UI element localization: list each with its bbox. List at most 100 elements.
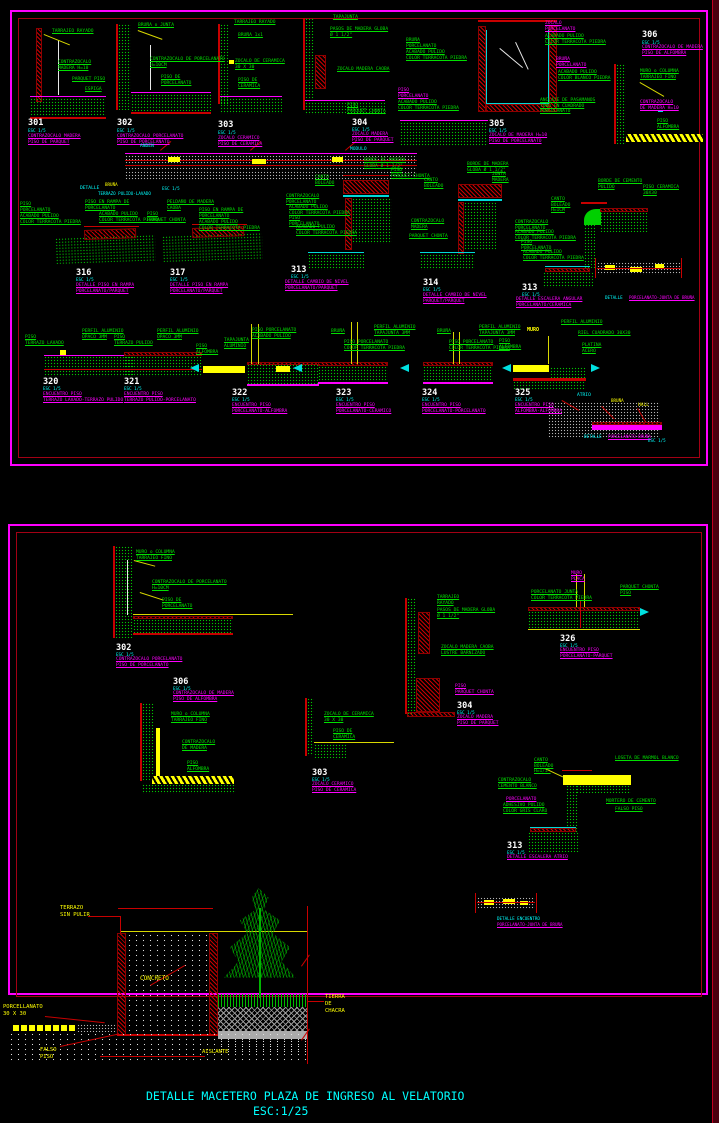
cad-label: TARRAJEO RAYADO bbox=[52, 29, 94, 34]
cad-label: ATRIO bbox=[577, 393, 591, 398]
cad-shape-rh bbox=[423, 362, 493, 366]
cad-shape-ml bbox=[400, 120, 488, 121]
detail-325: 325 bbox=[515, 388, 531, 398]
cad-label: PASOS DE MADERA GLOBA Ø 1 1/2" bbox=[330, 27, 389, 38]
cad-label: CONTRAZOCALO DE MADERA PISO DE ALFOMBRA bbox=[642, 45, 703, 56]
cad-shape-rh bbox=[486, 104, 549, 112]
cad-shape-ys bbox=[60, 350, 66, 355]
cad-label: PISO EN RAMPA DE PORCELANATO bbox=[85, 200, 130, 211]
cad-label: PISO TERRAZO PULIDO bbox=[114, 335, 153, 346]
cad-label: ACABADO PULIDO COLOR TERRACOTA PIEDRA bbox=[545, 34, 606, 45]
cad-label: PASOS DE MADERA GLOBA Ø 1 1/2" bbox=[437, 608, 496, 619]
cad-label: ZOCALO CERAMICO PISO DE CERAMICA bbox=[312, 782, 357, 793]
cad-label: ESC 1/5 bbox=[117, 128, 135, 133]
cad-label: PARQUET PISO bbox=[72, 77, 106, 82]
cad-label: ESC 1/5 bbox=[422, 397, 440, 402]
cad-label: DETALLE bbox=[584, 434, 602, 439]
anden-modulo-strip bbox=[125, 155, 417, 171]
cad-shape-rh bbox=[84, 228, 137, 240]
cad-label: ENCUENTRO PISO TERRAZO PULIDO-PORCELANAT… bbox=[124, 392, 196, 403]
detail-306: 306 bbox=[642, 30, 658, 40]
cad-label: ESC 1/5 bbox=[170, 277, 188, 282]
cad-shape-gs bbox=[513, 381, 586, 390]
cad-label: BRUÑA bbox=[331, 329, 345, 334]
cad-shape-arl bbox=[400, 364, 409, 372]
cad-shape-yl bbox=[351, 322, 352, 364]
cad-shape-yl bbox=[357, 322, 358, 364]
cad-label: PISO DE PORCELANATO bbox=[161, 75, 192, 86]
cad-label: ACABADO PULIDO COLOR TERRACOTA PIEDRA bbox=[296, 225, 357, 236]
cad-shape-cl bbox=[545, 266, 590, 267]
cad-label: PISO PORCELANATO ACABADO PULIDO bbox=[252, 328, 297, 339]
cad-shape-gs bbox=[44, 356, 134, 369]
cad-shape-ml bbox=[247, 384, 319, 386]
detail-322: 322 bbox=[232, 388, 248, 398]
cad-shape-ys bbox=[563, 775, 631, 785]
macetero-soil bbox=[218, 1007, 308, 1031]
detail-320: 320 bbox=[43, 377, 59, 387]
cad-shape-rl bbox=[84, 226, 139, 227]
cad-label: ZOCALO DE CERAMICA 30 X 30 bbox=[235, 59, 285, 70]
cad-shape-rh bbox=[458, 202, 464, 254]
cad-shape-cl bbox=[420, 252, 475, 253]
cad-label: CONTRAZOCALO PORCELANATO bbox=[286, 194, 320, 205]
cad-label: DETALLE bbox=[80, 186, 100, 191]
cad-label: ESC 1/5 bbox=[173, 686, 191, 691]
cad-shape-cl bbox=[458, 199, 502, 201]
cad-shape-rl bbox=[303, 18, 305, 110]
cad-label: ACABADO PULIDO COLOR TERRACOTA PIEDRA bbox=[289, 205, 350, 216]
cad-label: DETALLE bbox=[605, 295, 623, 300]
cad-label: JUNTA MADERA bbox=[492, 172, 509, 183]
cad-shape-gs bbox=[352, 198, 392, 244]
cad-label: ZOCALO MADERA CAOBA bbox=[337, 67, 390, 72]
cad-label: BRUÑA bbox=[105, 182, 118, 187]
tierra-label: TIERRA DE CHACRA bbox=[325, 994, 345, 1014]
cad-label: ENCUENTRO PISO PORCELANATO-PARQUET bbox=[560, 648, 613, 659]
cad-shape-rh bbox=[416, 678, 440, 712]
cad-shape-wl bbox=[127, 560, 128, 615]
cad-label: DETALLE ENCUENTRO bbox=[497, 916, 540, 921]
cad-shape-ys bbox=[252, 159, 266, 164]
cad-label: PISO ALFOMBRA bbox=[499, 339, 522, 350]
cad-label: PERFIL ALUMINIO OPACO 3MM bbox=[157, 329, 199, 340]
cad-shape-yl bbox=[453, 332, 454, 364]
cad-label: PISO PORCELANATO bbox=[289, 216, 320, 227]
sheet2-inner-border bbox=[16, 532, 702, 997]
cad-shape-rl bbox=[475, 893, 476, 913]
cad-label: CONTRAZOCALO DE MADERA PISO DE ALFOMBRA bbox=[173, 691, 234, 702]
cad-shape-gs bbox=[308, 254, 364, 270]
cad-label: BRUÑA PORCELANATO bbox=[406, 38, 437, 49]
cad-shape-arl bbox=[293, 364, 302, 372]
cad-label: ACABADO PULIDO COLOR TERRACOTA PIEDRA bbox=[398, 100, 459, 111]
cad-label: CONTRAZOCALO MADERA bbox=[411, 219, 445, 230]
title-line1: DETALLE MACETERO PLAZA DE INGRESO AL VEL… bbox=[146, 1089, 465, 1103]
terrazo-label: TERRAZO SIN PULIR bbox=[60, 905, 90, 918]
cad-label: PISO CERAMICA 30X30 bbox=[643, 185, 679, 196]
cad-label: CONTRAZOCALO DE PORCELANATO H=10CM bbox=[150, 57, 225, 68]
cad-label: PERFIL ALUMINIO OPACO 3MM bbox=[82, 329, 124, 340]
cad-shape-yl bbox=[314, 742, 394, 743]
cad-label: DETALLE CAMBIO DE NIVEL PARQUET/PARQUET bbox=[423, 293, 487, 304]
cad-label: PISO PORCELANATO bbox=[398, 88, 429, 99]
cad-shape-gs bbox=[407, 598, 416, 714]
cad-label: ANCLAJE DE PASAMANOS TUBO EN CUADRADO PO… bbox=[540, 98, 596, 115]
detail-317: 317 bbox=[170, 268, 186, 278]
cad-label: ESC 1/5 bbox=[352, 127, 370, 132]
cad-shape-rl bbox=[405, 598, 407, 714]
cad-shape-rl bbox=[88, 916, 120, 917]
cad-shape-ys bbox=[332, 157, 343, 162]
cad-shape-rl bbox=[597, 268, 681, 269]
cad-shape-gs bbox=[44, 370, 134, 377]
cad-shape-gs bbox=[142, 703, 154, 781]
cad-label: ACABADO PULIDO COLOR TERRACOTA PIEDRA bbox=[99, 212, 160, 223]
cad-label: TARRAJEO RAYADO bbox=[234, 20, 276, 25]
sheet2-outer-border bbox=[8, 524, 708, 995]
cad-label: ENCUENTRO PISO ALFOMBRA-ALFOMBRA bbox=[515, 403, 563, 414]
cad-shape-rh bbox=[549, 26, 557, 112]
cad-shape-ml bbox=[592, 425, 662, 430]
cad-label: ACABADO PULIDO COLOR TERRACOTA PIEDRA bbox=[523, 250, 584, 261]
cad-shape-rl bbox=[562, 770, 592, 771]
cad-shape-yh bbox=[152, 776, 234, 784]
cad-label: ESC 1/5 bbox=[312, 777, 330, 782]
